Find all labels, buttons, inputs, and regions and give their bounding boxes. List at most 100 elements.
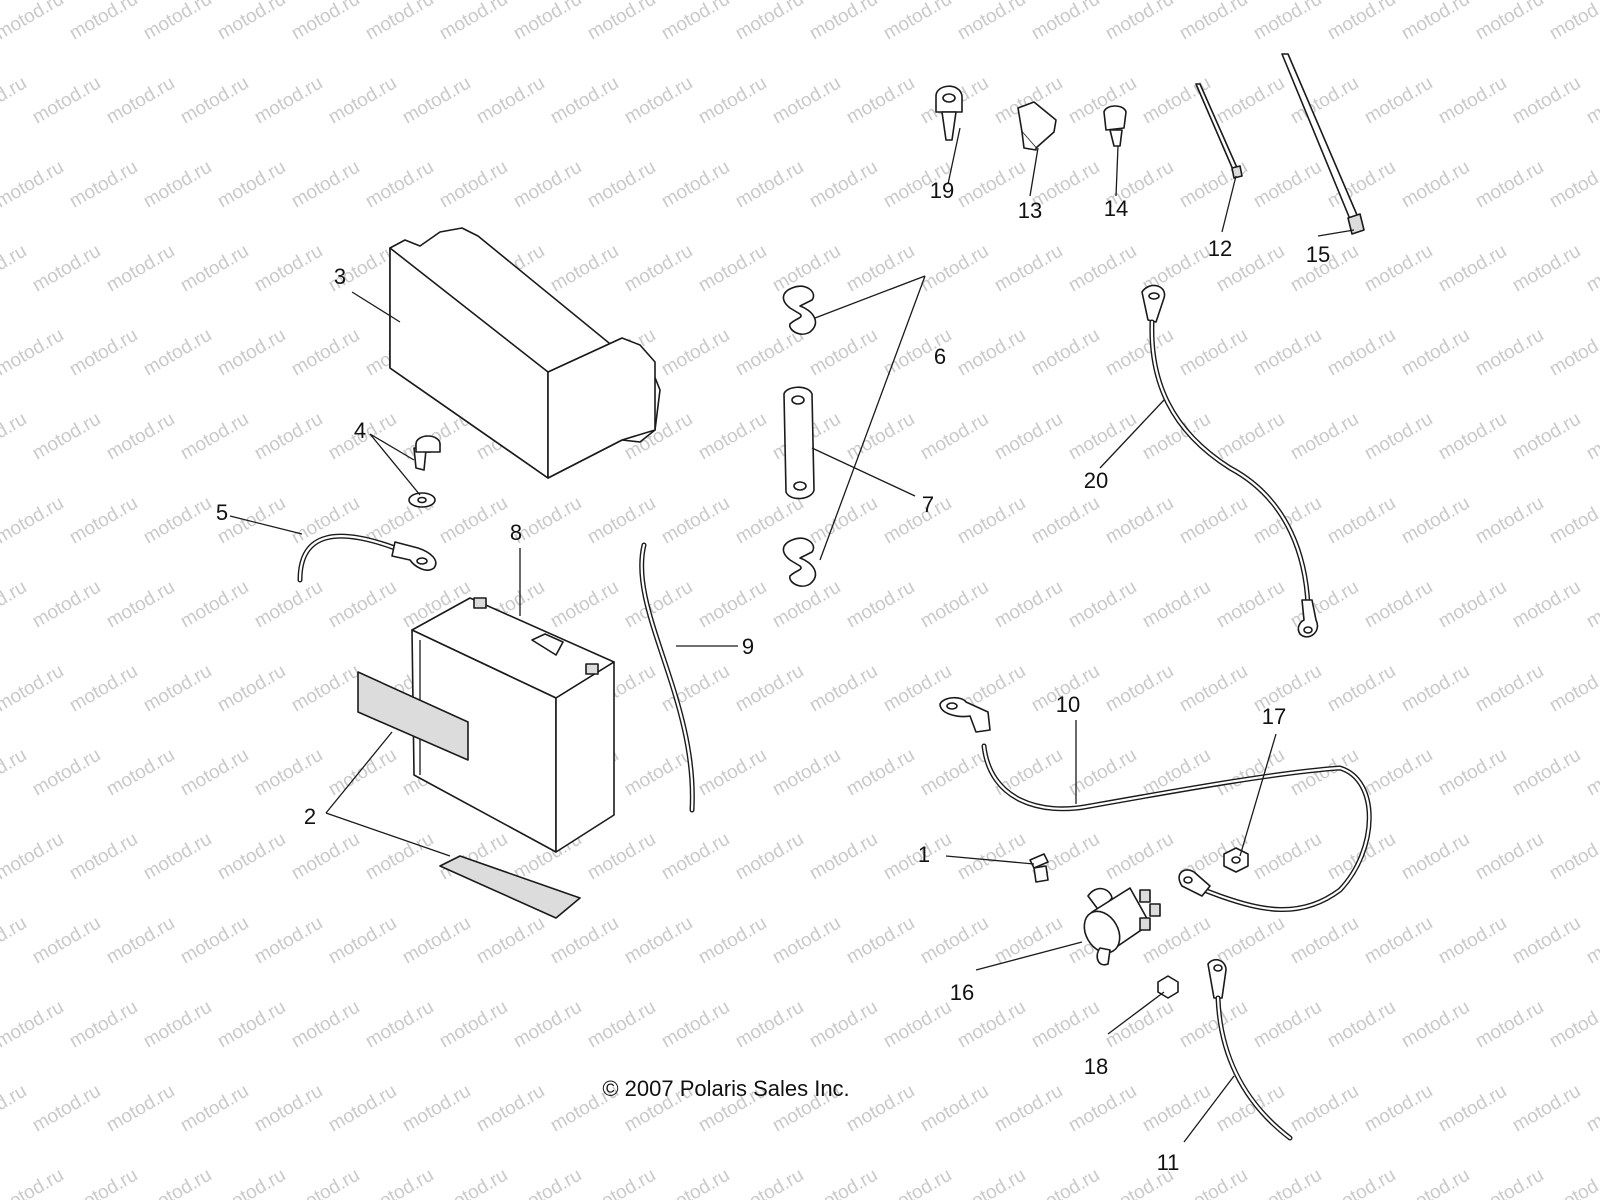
watermark-text: motod.ru [806, 157, 881, 213]
watermark-text: motod.ru [584, 0, 659, 44]
watermark-text: motod.ru [399, 913, 474, 969]
watermark-text: motod.ru [1213, 577, 1288, 633]
watermark-text: motod.ru [362, 1165, 437, 1200]
watermark-text: motod.ru [1213, 409, 1288, 465]
callout-10: 10 [1056, 692, 1080, 717]
watermark-text: motod.ru [917, 745, 992, 801]
watermark-text: motod.ru [843, 1081, 918, 1137]
watermark-text: motod.ru [436, 1165, 511, 1200]
watermark-text: motod.ru [843, 241, 918, 297]
watermark-text: motod.ru [769, 73, 844, 129]
watermark-text: motod.ru [1324, 997, 1399, 1053]
watermark-text: motod.ru [1472, 493, 1547, 549]
watermark-text: motod.ru [991, 1081, 1066, 1137]
watermark-text: motod.ru [1361, 577, 1436, 633]
watermark-text: motod.ru [0, 1165, 67, 1200]
part-10-cable [939, 696, 1372, 912]
watermark-text: motod.ru [843, 577, 918, 633]
watermark-text: motod.ru [29, 913, 104, 969]
callout-9: 9 [742, 634, 754, 659]
watermark-text: motod.ru [917, 409, 992, 465]
watermark-text: motod.ru [769, 913, 844, 969]
watermark-text: motod.ru [547, 913, 622, 969]
watermark-text: motod.ru [1102, 325, 1177, 381]
watermark-text: motod.ru [288, 829, 363, 885]
watermark-text: motod.ru [1176, 1165, 1251, 1200]
watermark-text: motod.ru [1435, 1081, 1510, 1137]
watermark-text: motod.ru [1546, 997, 1600, 1053]
watermark-text: motod.ru [1435, 577, 1510, 633]
part-5-battery-cable [297, 533, 437, 583]
watermark-text: motod.ru [843, 913, 918, 969]
watermark-text: motod.ru [1398, 493, 1473, 549]
watermark-text: motod.ru [917, 1081, 992, 1137]
watermark-text: motod.ru [1065, 1081, 1140, 1137]
callout-5: 5 [216, 500, 228, 525]
watermark-text: motod.ru [1176, 493, 1251, 549]
watermark-text: motod.ru [1176, 661, 1251, 717]
watermark-text: motod.ru [251, 1081, 326, 1137]
watermark-text: motod.ru [547, 73, 622, 129]
watermark-text: motod.ru [473, 73, 548, 129]
watermark-text: motod.ru [954, 493, 1029, 549]
watermark-text: motod.ru [177, 577, 252, 633]
watermark-text: motod.ru [806, 661, 881, 717]
watermark-text: motod.ru [732, 1165, 807, 1200]
watermark-text: motod.ru [584, 1165, 659, 1200]
callout-18: 18 [1084, 1054, 1108, 1079]
watermark-text: motod.ru [658, 829, 733, 885]
watermark-text: motod.ru [1509, 409, 1584, 465]
watermark-text: motod.ru [0, 325, 67, 381]
watermark-text: motod.ru [288, 997, 363, 1053]
part-8-battery [411, 597, 615, 853]
watermark-text: motod.ru [732, 157, 807, 213]
watermark-text: motod.ru [0, 157, 67, 213]
watermark-text: motod.ru [1361, 745, 1436, 801]
watermark-text: motod.ru [843, 745, 918, 801]
watermark-text: motod.ru [140, 829, 215, 885]
callout-19: 19 [930, 178, 954, 203]
watermark-text: motod.ru [1398, 829, 1473, 885]
watermark-text: motod.ru [251, 577, 326, 633]
part-20-cable [1141, 284, 1319, 638]
watermark-text: motod.ru [1509, 73, 1584, 129]
watermark-text: motod.ru [1435, 73, 1510, 129]
watermark-text: motod.ru [1435, 241, 1510, 297]
watermark-text: motod.ru [1472, 661, 1547, 717]
watermark-text: motod.ru [1065, 577, 1140, 633]
watermark-text: motod.ru [1435, 409, 1510, 465]
watermark-text: motod.ru [1398, 1165, 1473, 1200]
watermark-text: motod.ru [1509, 1081, 1584, 1137]
watermark-text: motod.ru [1398, 325, 1473, 381]
watermark-text: motod.ru [954, 829, 1029, 885]
watermark-text: motod.ru [0, 829, 67, 885]
watermark-text: motod.ru [103, 1081, 178, 1137]
callout-12: 12 [1208, 236, 1232, 261]
watermark-text: motod.ru [473, 913, 548, 969]
watermark-text: motod.ru [399, 73, 474, 129]
watermark-text: motod.ru [1102, 0, 1177, 44]
watermark-text: motod.ru [29, 409, 104, 465]
watermark-text: motod.ru [658, 325, 733, 381]
watermark-text: motod.ru [1398, 997, 1473, 1053]
watermark-text: motod.ru [214, 997, 289, 1053]
watermark-text: motod.ru [288, 661, 363, 717]
watermark-text: motod.ru [510, 1165, 585, 1200]
watermark-text: motod.ru [1028, 493, 1103, 549]
watermark-text: motod.ru [251, 913, 326, 969]
part-6-clips [782, 285, 817, 587]
watermark-text: motod.ru [954, 997, 1029, 1053]
watermark-text: motod.ru [1398, 157, 1473, 213]
watermark-text: motod.ru [362, 157, 437, 213]
watermark-text: motod.ru [1250, 997, 1325, 1053]
watermark-text: motod.ru [1250, 157, 1325, 213]
watermark-text: motod.ru [436, 997, 511, 1053]
watermark-text: motod.ru [1583, 409, 1600, 465]
callout-8: 8 [510, 520, 522, 545]
watermark-text: motod.ru [325, 745, 400, 801]
watermark-text: motod.ru [695, 745, 770, 801]
watermark-text: motod.ru [1324, 1165, 1399, 1200]
part-17-nut [1223, 847, 1249, 873]
watermark-text: motod.ru [177, 73, 252, 129]
watermark-text: motod.ru [658, 0, 733, 44]
